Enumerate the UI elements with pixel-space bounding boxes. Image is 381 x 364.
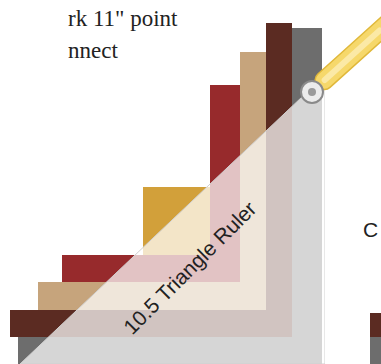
instruction-text: nnect [68, 38, 118, 64]
triangle-ruler: 10.5 Triangle Ruler [20, 78, 325, 364]
ruler-body [20, 78, 325, 364]
blade-hub [308, 88, 316, 96]
cropped-text: C [363, 218, 378, 242]
cutter-blade [301, 81, 323, 103]
handle-body [312, 12, 381, 92]
handle-grip [320, 26, 381, 84]
brown-strip [370, 313, 381, 337]
instruction-text: rk 11" point [68, 6, 177, 32]
gray-strip [370, 337, 381, 364]
cutter-handle [312, 12, 381, 92]
ruler-outline [20, 78, 325, 364]
